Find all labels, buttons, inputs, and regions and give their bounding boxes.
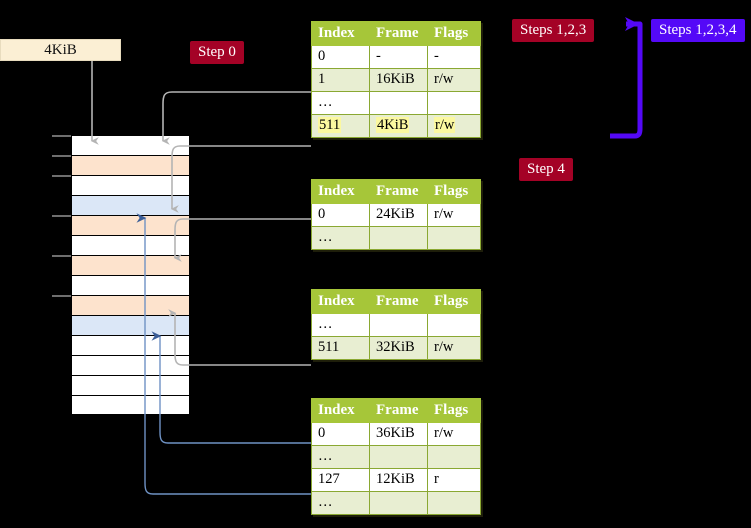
- badge-steps-123: Steps 1,2,3: [512, 19, 595, 42]
- badge-step-4: Step 4: [519, 158, 573, 181]
- cell-flags: [427, 491, 481, 515]
- cell-flags: r/w: [427, 114, 481, 138]
- cell-index: …: [311, 91, 370, 115]
- kib-frame-box: 4KiB: [0, 39, 121, 61]
- memory-frame-row: [71, 195, 190, 215]
- cell-index: 511: [311, 336, 370, 360]
- column-header-flags: Flags: [427, 179, 481, 204]
- cell-frame: 36KiB: [369, 422, 428, 446]
- cell-frame: 32KiB: [369, 336, 428, 360]
- badge-step-4-label: Step 4: [527, 161, 565, 177]
- badge-step-0-label: Step 0: [198, 44, 236, 60]
- cell-frame: 4KiB: [369, 114, 428, 138]
- badge-steps-1234-label: Steps 1,2,3,4: [659, 22, 737, 38]
- cell-flags: r/w: [427, 203, 481, 227]
- cell-flags: [427, 226, 481, 250]
- column-header-index: Index: [311, 21, 370, 46]
- cell-frame: -: [369, 45, 428, 69]
- badge-step-0: Step 0: [190, 41, 244, 64]
- cell-frame: 12KiB: [369, 468, 428, 492]
- cell-flags: [427, 313, 481, 337]
- cell-index: 0: [311, 45, 370, 69]
- cell-index: 1: [311, 68, 370, 92]
- cell-index: …: [311, 491, 370, 515]
- column-header-frame: Frame: [369, 179, 428, 204]
- memory-frame-row: [71, 275, 190, 295]
- kib-frame-label: 4KiB: [44, 41, 77, 58]
- memory-frame-row: [71, 155, 190, 175]
- cell-frame: 16KiB: [369, 68, 428, 92]
- memory-column: [52, 135, 190, 415]
- column-header-frame: Frame: [369, 21, 428, 46]
- connector-table4-row0-to-memory: [151, 331, 311, 444]
- memory-tick-mark: [52, 155, 71, 157]
- column-header-flags: Flags: [427, 21, 481, 46]
- cell-flags: [427, 445, 481, 469]
- cell-flags: r/w: [427, 336, 481, 360]
- cell-flags: [427, 91, 481, 115]
- column-header-flags: Flags: [427, 398, 481, 423]
- column-header-index: Index: [311, 398, 370, 423]
- memory-frame-row: [71, 315, 190, 335]
- memory-tick-mark: [52, 255, 71, 257]
- column-header-frame: Frame: [369, 289, 428, 314]
- cell-index: 511: [311, 114, 370, 138]
- memory-frame-row: [71, 215, 190, 235]
- connector-step0-to-memory: [161, 91, 311, 145]
- badge-steps-1234: Steps 1,2,3,4: [651, 19, 745, 42]
- connector-table4-row127-to-memory: [136, 213, 311, 495]
- cell-flags: r/w: [427, 422, 481, 446]
- connector-table3-to-memory: [168, 309, 311, 366]
- cell-index: …: [311, 226, 370, 250]
- connector-table1-to-memory: [170, 145, 311, 213]
- table-row: …: [311, 226, 481, 250]
- memory-frame-row: [71, 255, 190, 275]
- connector-table2-to-memory: [173, 218, 311, 262]
- cell-flags: r: [427, 468, 481, 492]
- memory-tick-mark: [52, 295, 71, 297]
- memory-frame-row: [71, 295, 190, 315]
- cell-index: 0: [311, 203, 370, 227]
- table-row: …: [311, 491, 481, 515]
- cell-index: …: [311, 445, 370, 469]
- connector-steps-bracket-arrow: [610, 17, 643, 139]
- memory-frame-row: [71, 135, 190, 155]
- column-header-index: Index: [311, 179, 370, 204]
- cell-index: 127: [311, 468, 370, 492]
- badge-steps-123-label: Steps 1,2,3: [520, 22, 587, 38]
- memory-tick-mark: [52, 175, 71, 177]
- table-row: 0--: [311, 45, 481, 69]
- memory-frame-row: [71, 175, 190, 195]
- cell-frame: [369, 491, 428, 515]
- memory-frame-row: [71, 235, 190, 255]
- cell-frame: [369, 226, 428, 250]
- memory-tick-mark: [52, 215, 71, 217]
- memory-tick-mark: [52, 135, 71, 137]
